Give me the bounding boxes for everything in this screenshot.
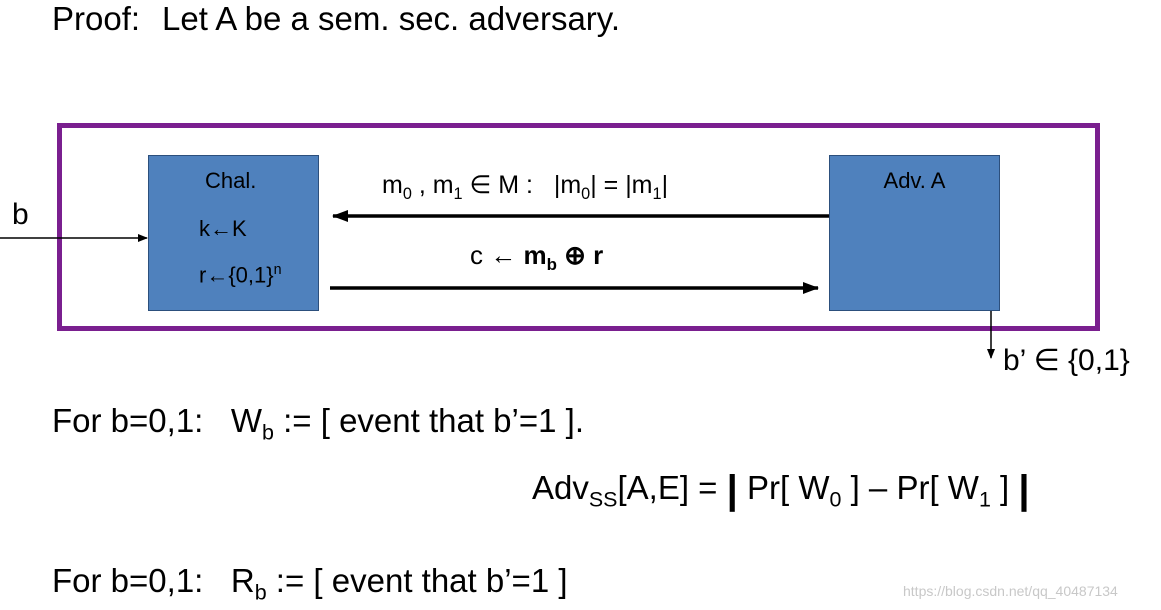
watermark: https://blog.csdn.net/qq_40487134 [903,583,1118,599]
ciphertext-label: c ← mb ⊕ r [470,240,604,275]
proof-title: Proof: Let A be a sem. sec. adversary. [52,0,620,38]
advantage-formula: AdvSS[A,E] = | Pr[ W0 ] – Pr[ W1 ] | [532,468,1030,512]
wb-definition: For b=0,1: Wb := [ event that b’=1 ]. [52,402,584,445]
adversary-box: Adv. A [829,155,1000,311]
experiment-frame [57,123,1100,331]
adversary-label: Adv. A [883,168,946,193]
rb-definition: For b=0,1: Rb := [ event that b’=1 ] [52,562,568,605]
proof-label: Proof: [52,0,141,37]
random-pad-label: r←{0,1}n [199,262,282,288]
proof-statement: Let A be a sem. sec. adversary. [162,0,621,37]
challenger-label: Chal. [205,168,257,193]
input-b-label: b [12,198,29,231]
challenger-box: Chal. k←K r←{0,1}n [148,155,319,311]
key-gen-label: k←K [199,216,247,241]
messages-label: m0 , m1 ∈ M : |m0| = |m1| [382,171,669,203]
output-bprime-label: b’ ∈ {0,1} [1003,344,1130,377]
